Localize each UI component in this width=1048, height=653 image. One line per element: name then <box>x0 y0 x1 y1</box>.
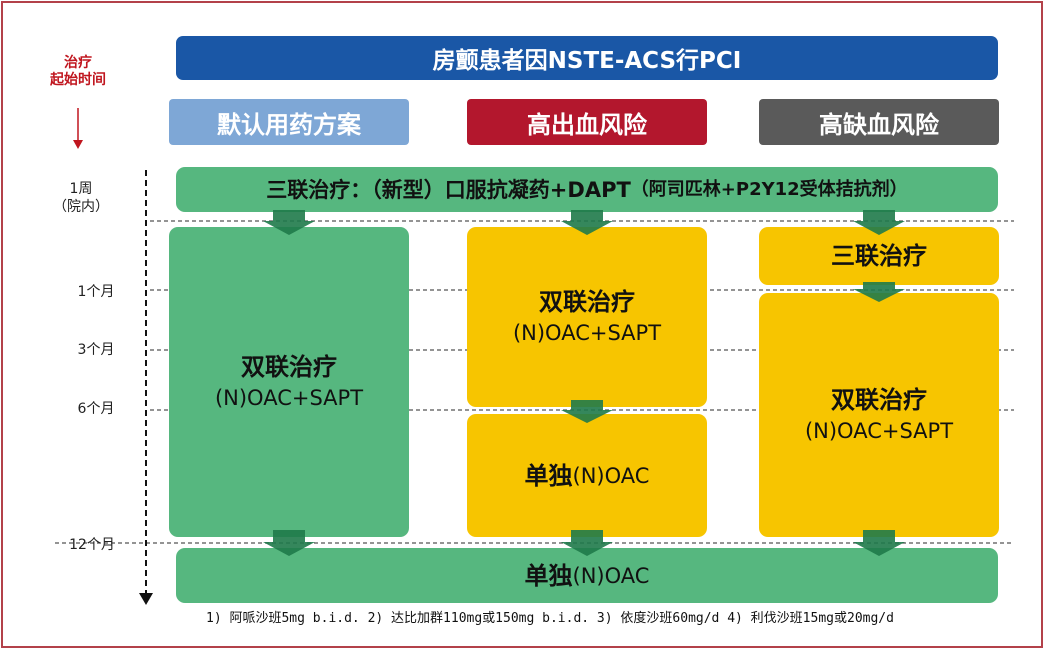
ischemic-dual-regimen: (N)OAC+SAPT <box>804 419 954 443</box>
default-dual-therapy-box: 双联治疗 (N)OAC+SAPT <box>169 227 409 537</box>
default-dual-title: 双联治疗 <box>241 353 337 381</box>
bleeding-dual-regimen: (N)OAC+SAPT <box>512 321 662 345</box>
bleeding-oac-regimen: (N)OAC <box>572 463 650 488</box>
bleeding-dual-title: 双联治疗 <box>539 288 635 316</box>
arrow-default-top <box>263 210 315 235</box>
tick-week1-line1: 1周 <box>69 181 93 197</box>
red-down-arrow-head <box>73 140 83 149</box>
final-oac-alone-bar: 单独 (N)OAC <box>176 548 998 603</box>
arrow-isch-mid <box>853 282 905 302</box>
category-high-bleeding: 高出血风险 <box>467 99 707 145</box>
arrow-bleed-top <box>561 210 613 235</box>
time-axis-label-line1: 治疗 <box>64 55 92 71</box>
tick-month1: 1个月 <box>77 284 115 300</box>
tick-month6: 6个月 <box>77 401 115 417</box>
time-axis-label-line2: 起始时间 <box>50 72 106 88</box>
arrow-default-bottom <box>263 530 315 556</box>
tick-month3: 3个月 <box>77 342 115 358</box>
tick-week1-line2: （院内） <box>53 199 109 215</box>
ischemic-dual-title: 双联治疗 <box>831 386 927 414</box>
bleeding-oac-alone-box: 单独 (N)OAC <box>467 414 707 537</box>
ischemic-dual-therapy-box: 双联治疗 (N)OAC+SAPT <box>759 293 999 537</box>
final-oac-regimen: (N)OAC <box>572 563 650 588</box>
category-high-ischemic: 高缺血风险 <box>759 99 999 145</box>
bleeding-dual-therapy-box: 双联治疗 (N)OAC+SAPT <box>467 227 707 407</box>
final-oac-prefix: 单独 <box>524 561 573 590</box>
initial-triple-therapy-bar: 三联治疗：（新型）口服抗凝药+DAPT （阿司匹林+P2Y12受体拮抗剂） <box>176 167 998 212</box>
time-axis-arrowhead <box>139 593 153 605</box>
ischemic-triple-title: 三联治疗 <box>831 242 927 270</box>
triple-therapy-detail-text: （阿司匹林+P2Y12受体拮抗剂） <box>630 178 908 200</box>
category-default: 默认用药方案 <box>169 99 409 145</box>
ischemic-triple-therapy-box: 三联治疗 <box>759 227 999 285</box>
default-dual-regimen: (N)OAC+SAPT <box>214 386 364 410</box>
time-axis-label: 治疗 起始时间 <box>42 55 114 89</box>
tick-week1: 1周 （院内） <box>38 180 124 216</box>
triple-therapy-main-text: 三联治疗：（新型）口服抗凝药+DAPT <box>266 177 631 202</box>
arrow-bleed-bottom <box>561 530 613 556</box>
page-title: 房颤患者因NSTE-ACS行PCI <box>176 36 998 80</box>
dosage-footnote: 1) 阿哌沙班5mg b.i.d. 2) 达比加群110mg或150mg b.i… <box>206 611 894 626</box>
arrow-isch-bottom <box>853 530 905 556</box>
bleeding-oac-prefix: 单独 <box>524 461 573 490</box>
tick-month12: 12个月 <box>69 537 115 553</box>
arrow-isch-top <box>853 210 905 235</box>
arrow-bleed-mid <box>561 400 613 423</box>
